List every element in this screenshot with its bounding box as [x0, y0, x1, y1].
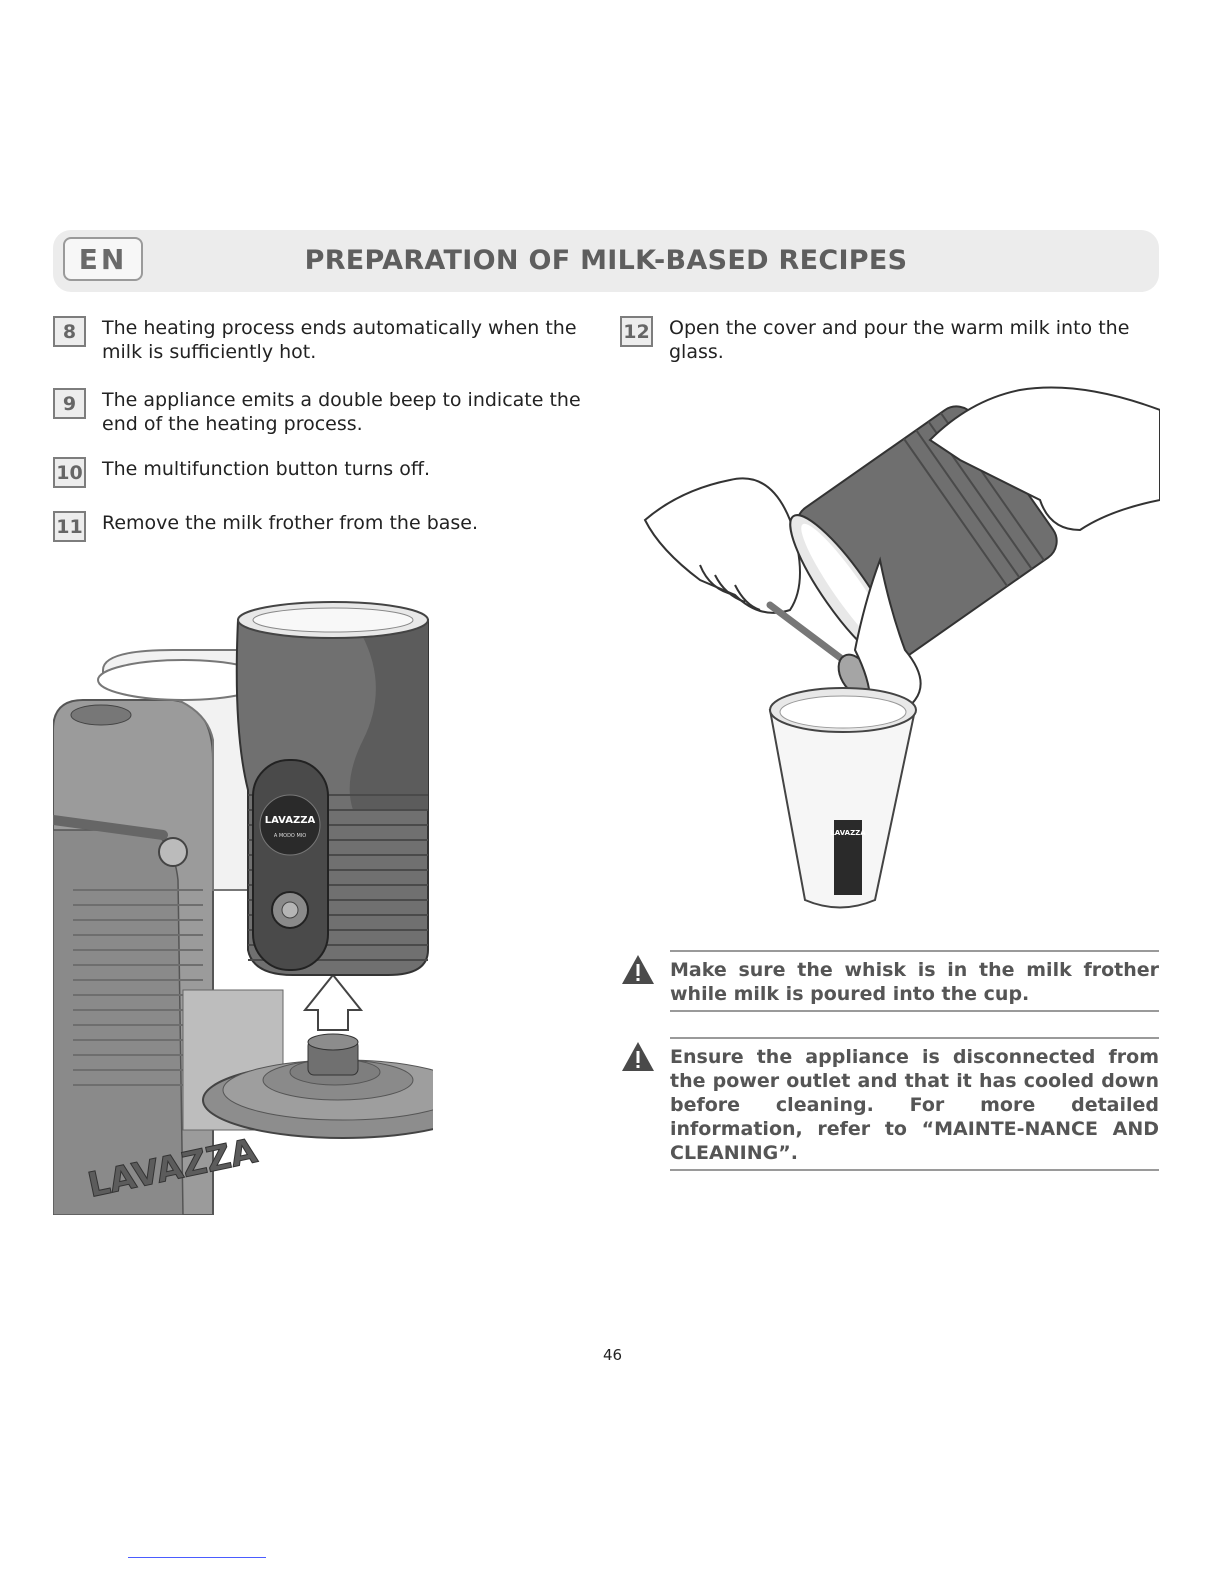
step-number: 11: [53, 511, 86, 542]
warning-text: Make sure the whisk is in the milk froth…: [670, 950, 1159, 1012]
step-9: 9 The appliance emits a double beep to i…: [53, 388, 593, 436]
warning-cleaning: Ensure the appliance is disconnected fro…: [620, 1037, 1159, 1171]
step-number: 12: [620, 316, 653, 347]
step-number: 10: [53, 457, 86, 488]
step-text: The appliance emits a double beep to ind…: [102, 389, 581, 435]
cup-brand-text: LAVAZZA: [830, 829, 866, 837]
step-8: 8 The heating process ends automatically…: [53, 316, 593, 364]
pouring-milk-illustration: LAVAZZA: [643, 386, 1160, 909]
warning-triangle-icon: [622, 1042, 654, 1071]
frother-brand-text: LAVAZZA: [265, 815, 316, 826]
step-number: 8: [53, 316, 86, 347]
warning-whisk: Make sure the whisk is in the milk froth…: [620, 950, 1159, 1012]
warning-text: Ensure the appliance is disconnected fro…: [670, 1037, 1159, 1171]
step-11: 11 Remove the milk frother from the base…: [53, 511, 593, 542]
page-number: 46: [602, 1346, 623, 1364]
step-text: Open the cover and pour the warm milk in…: [669, 317, 1130, 363]
step-text: The multifunction button turns off.: [102, 458, 431, 480]
step-number: 9: [53, 388, 86, 419]
step-text: The heating process ends automatically w…: [102, 317, 577, 363]
footer-link-line[interactable]: [128, 1557, 266, 1558]
page-title: PREPARATION OF MILK-BASED RECIPES: [304, 245, 908, 276]
warning-triangle-icon: [622, 955, 654, 984]
section-header: PREPARATION OF MILK-BASED RECIPES EN: [53, 230, 1159, 292]
language-badge: EN: [63, 237, 143, 281]
step-10: 10 The multifunction button turns off.: [53, 457, 593, 488]
frother-removal-illustration: LAVAZZA A MODO MIO LAVAZZA: [53, 601, 433, 1215]
step-12: 12 Open the cover and pour the warm milk…: [620, 316, 1160, 364]
step-text: Remove the milk frother from the base.: [102, 512, 479, 534]
frother-subtitle-text: A MODO MIO: [274, 833, 306, 839]
